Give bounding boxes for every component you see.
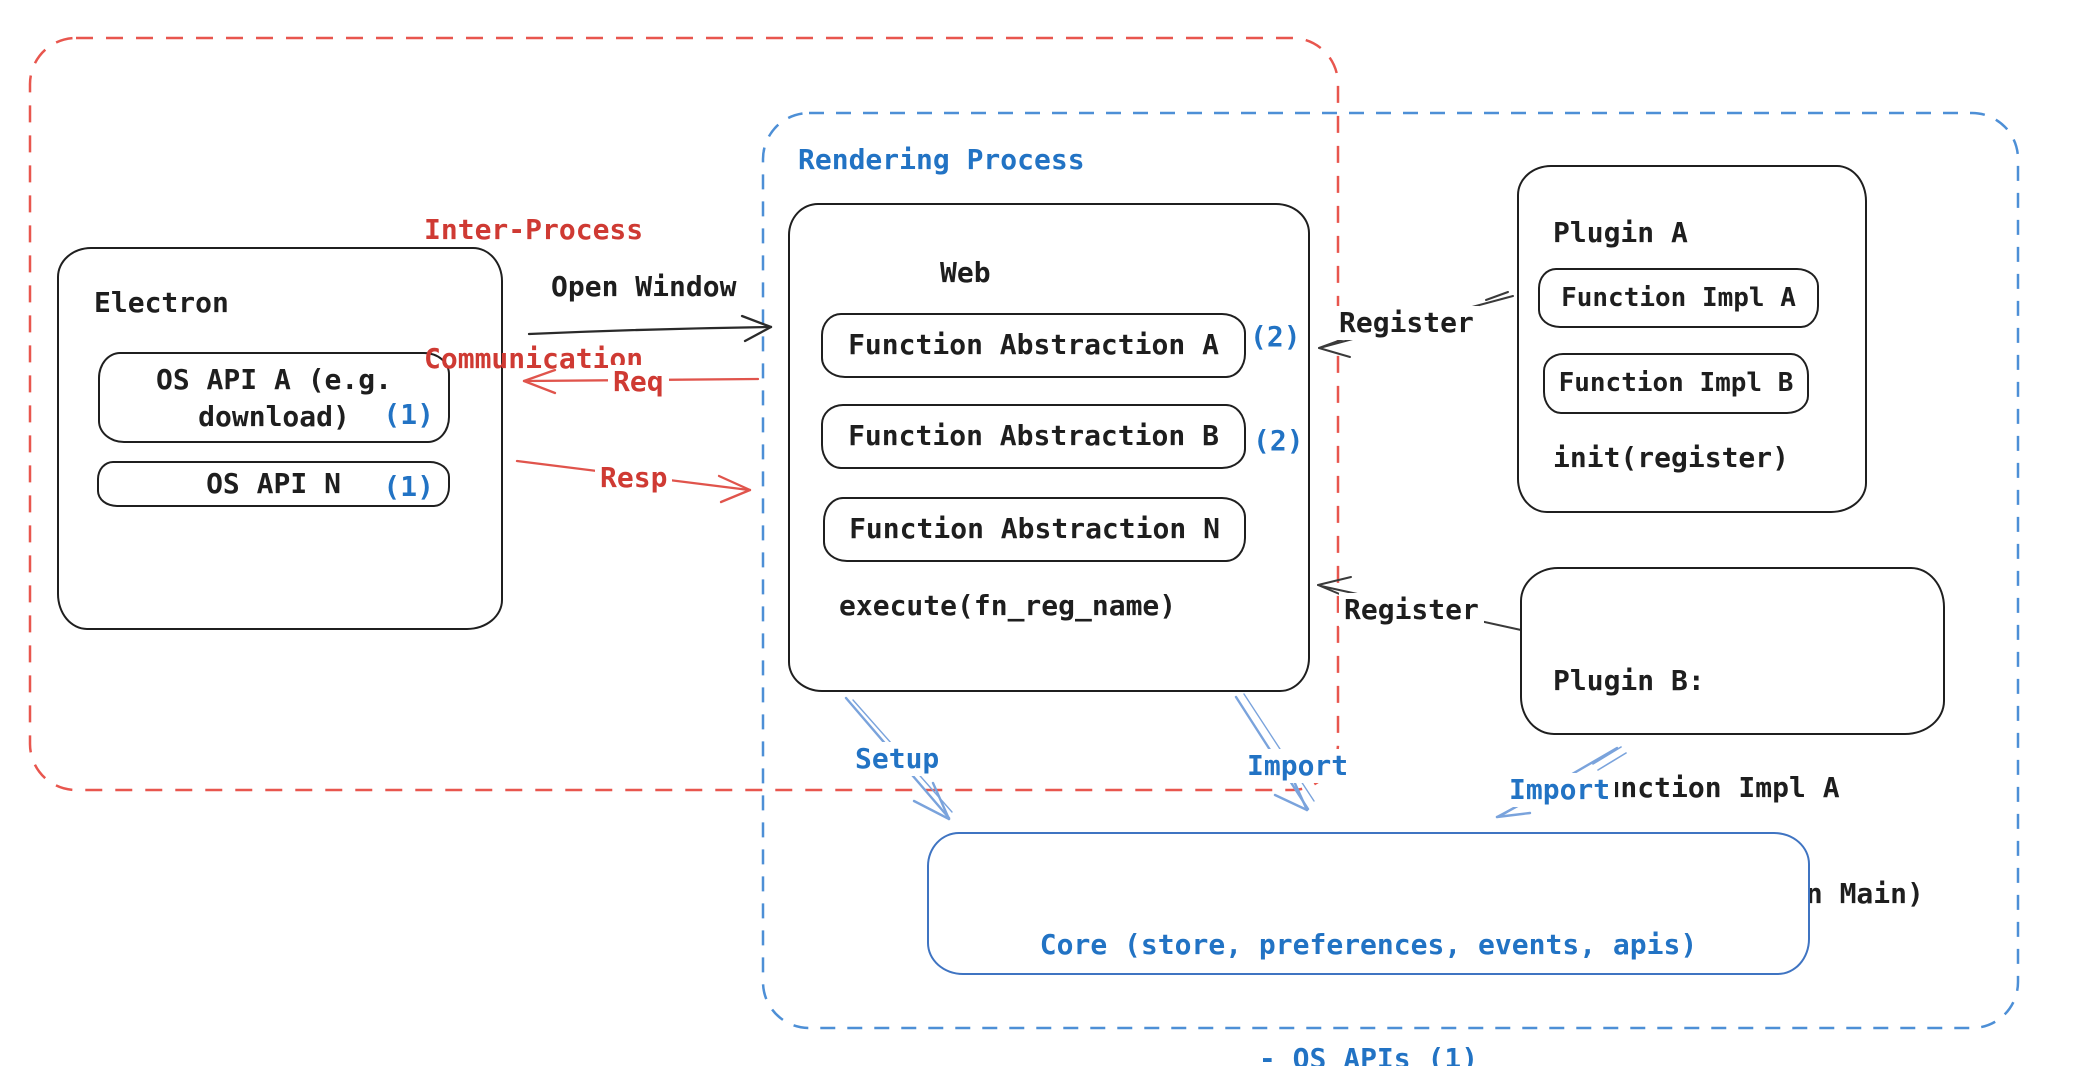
core-item-os-apis: - OS APIs (1)	[1258, 1042, 1479, 1066]
function-abstraction-b-box: Function Abstraction B	[821, 404, 1246, 469]
import-plugin-label: Import	[1504, 773, 1616, 808]
os-api-n-badge: (1)	[383, 470, 434, 503]
rendering-process-label: Rendering Process	[798, 143, 1085, 176]
os-api-a-line1: OS API A (e.g.	[155, 363, 392, 396]
execute-label: execute(fn_reg_name)	[839, 589, 1177, 622]
function-abstraction-b-badge: (2)	[1253, 424, 1304, 457]
electron-title: Electron	[94, 286, 229, 319]
web-box: Web Function Abstraction A (2) Function …	[788, 203, 1310, 692]
os-api-a-badge: (1)	[383, 398, 434, 431]
os-api-a-box: OS API A (e.g. download) (1)	[98, 352, 450, 443]
open-window-label: Open Window	[551, 270, 737, 303]
plugin-b-box: Plugin B: - Function Impl A - Module (ru…	[1520, 567, 1945, 910]
function-abstraction-a-label: Function Abstraction A	[848, 328, 1219, 362]
init-register-label: init(register)	[1553, 441, 1790, 474]
setup-label: Setup	[850, 742, 945, 777]
function-impl-a-box: Function Impl A	[1538, 268, 1819, 328]
core-box: Core (store, preferences, events, apis) …	[927, 832, 1810, 1066]
rendering-dashed-container	[761, 111, 2020, 1030]
ipc-dashed-container	[28, 36, 1340, 792]
plugin-a-box: Plugin A Function Impl A Function Impl B…	[1517, 165, 1867, 513]
os-api-n-box: OS API N (1)	[97, 461, 450, 507]
plugin-b-title: Plugin B:	[1553, 664, 1705, 698]
web-title: Web	[940, 256, 991, 289]
ipc-label-line1: Inter-Process	[424, 213, 644, 246]
function-abstraction-a-box: Function Abstraction A	[821, 313, 1246, 378]
function-impl-b-label: Function Impl B	[1558, 368, 1794, 399]
os-api-a-line2: download)	[198, 400, 350, 433]
function-abstraction-b-label: Function Abstraction B	[848, 419, 1219, 453]
electron-box: Electron OS API A (e.g. download) (1) OS…	[57, 247, 503, 630]
req-label: Req	[608, 365, 669, 400]
function-impl-b-box: Function Impl B	[1543, 353, 1809, 414]
register-a-label: Register	[1334, 306, 1479, 341]
open-window-arrow	[527, 314, 773, 343]
core-title: Core (store, preferences, events, apis)	[1039, 928, 1698, 961]
function-impl-a-label: Function Impl A	[1561, 282, 1796, 313]
function-abstraction-a-badge: (2)	[1250, 320, 1301, 353]
register-b-label: Register	[1339, 593, 1484, 628]
ipc-label: Inter-Process Communication	[424, 122, 643, 466]
ipc-label-line2: Communication	[424, 342, 644, 375]
function-abstraction-n-label: Function Abstraction N	[849, 512, 1220, 546]
function-abstraction-n-box: Function Abstraction N	[823, 497, 1246, 562]
plugin-a-title: Plugin A	[1553, 216, 1688, 249]
resp-label: Resp	[595, 461, 673, 496]
import-web-label: Import	[1242, 749, 1354, 784]
core-text: Core (store, preferences, events, apis) …	[929, 850, 1808, 1066]
os-api-n-label: OS API N	[206, 466, 341, 500]
